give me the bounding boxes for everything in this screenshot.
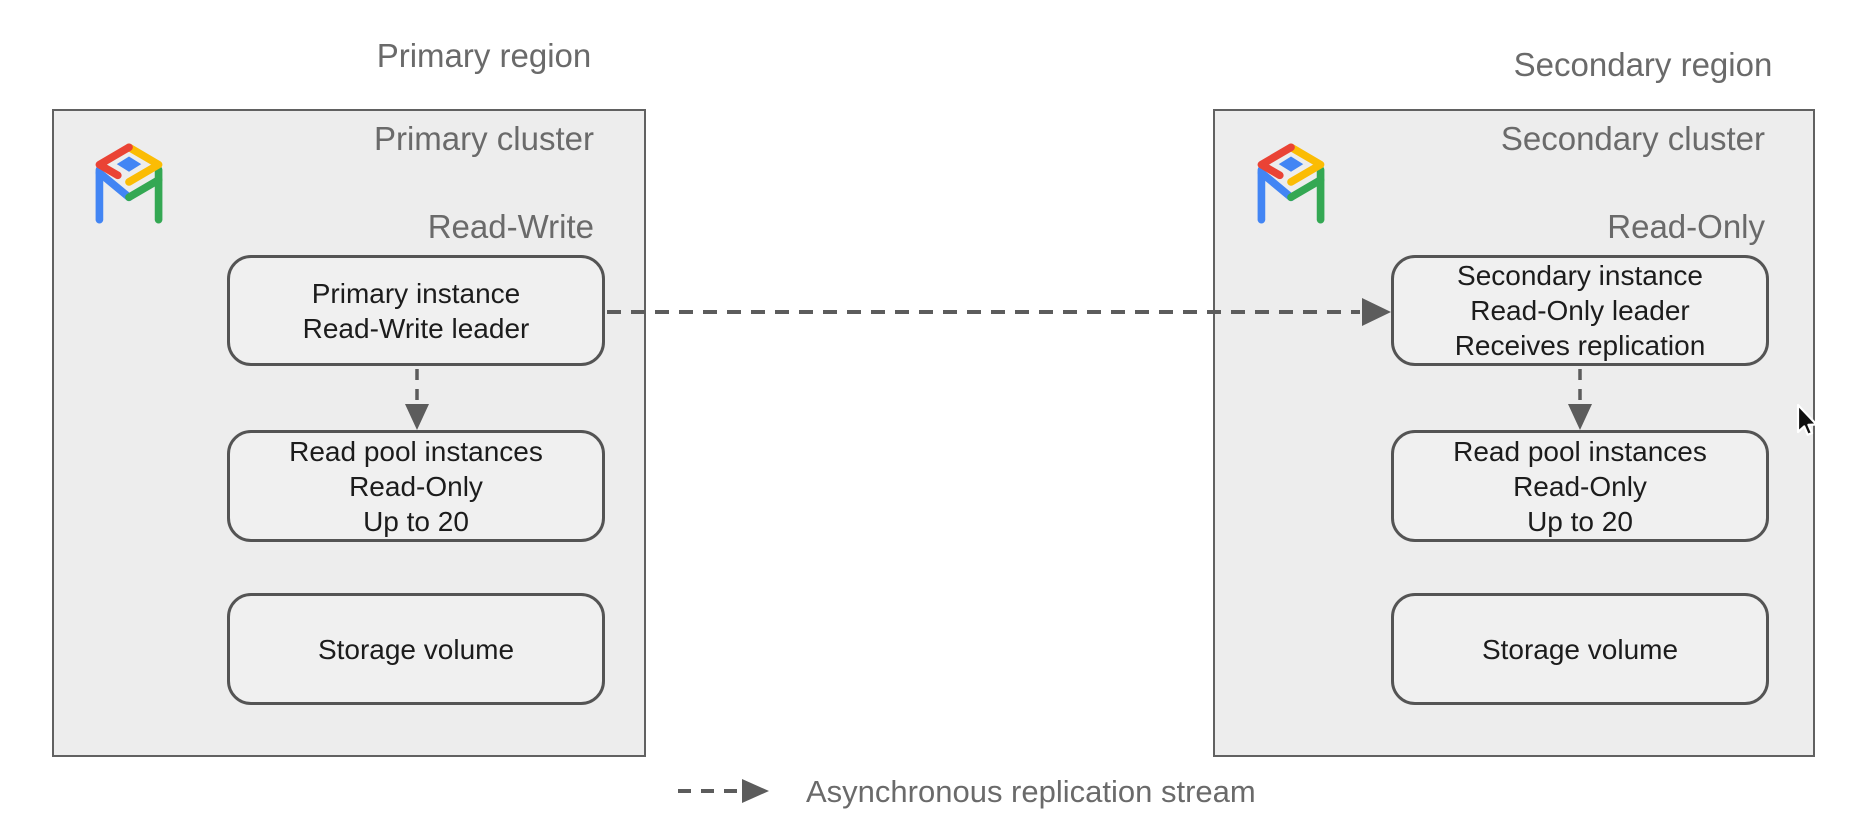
secondary-cluster-title-line2: Read-Only: [1607, 208, 1765, 245]
node-label: Read-Only: [349, 470, 483, 502]
primary-cluster-title-line1: Primary cluster: [373, 120, 594, 157]
node-label: Up to 20: [363, 505, 469, 537]
node-label: Receives replication: [1454, 330, 1706, 361]
node-label: Up to 20: [1527, 505, 1633, 537]
primary-read-pool-box: Read pool instances Read-Only Up to 20: [227, 430, 605, 542]
alloydb-icon: [95, 143, 163, 224]
primary-cluster-title: Primary cluster Read-Write: [254, 117, 594, 249]
primary-storage-box: Storage volume: [227, 593, 605, 705]
node-label: Secondary instance: [1457, 260, 1703, 291]
node-label: Read pool instances: [289, 435, 543, 467]
secondary-storage-box: Storage volume: [1391, 593, 1769, 705]
secondary-cluster-title: Secondary cluster Read-Only: [1425, 117, 1765, 249]
primary-region-label: Primary region: [376, 37, 592, 74]
node-label: Storage volume: [317, 633, 515, 665]
secondary-region-label: Secondary region: [1513, 46, 1773, 83]
mouse-cursor: [1796, 403, 1818, 436]
secondary-read-pool-box: Read pool instances Read-Only Up to 20: [1391, 430, 1769, 542]
node-label: Storage volume: [1481, 633, 1679, 665]
node-label: Read-Only leader: [1470, 295, 1690, 326]
secondary-instance-box: Secondary instance Read-Only leader Rece…: [1391, 255, 1769, 366]
node-label: Read-Write leader: [302, 312, 530, 344]
node-label: Read-Only: [1513, 470, 1647, 502]
legend-label: Asynchronous replication stream: [806, 774, 1256, 809]
primary-instance-box: Primary instance Read-Write leader: [227, 255, 605, 366]
node-label: Read pool instances: [1453, 435, 1707, 467]
legend-dashed-arrow: [678, 779, 769, 803]
primary-cluster-title-line2: Read-Write: [427, 208, 594, 245]
node-label: Primary instance: [311, 277, 521, 309]
secondary-cluster-title-line1: Secondary cluster: [1500, 120, 1765, 157]
alloydb-icon: [1257, 143, 1325, 224]
